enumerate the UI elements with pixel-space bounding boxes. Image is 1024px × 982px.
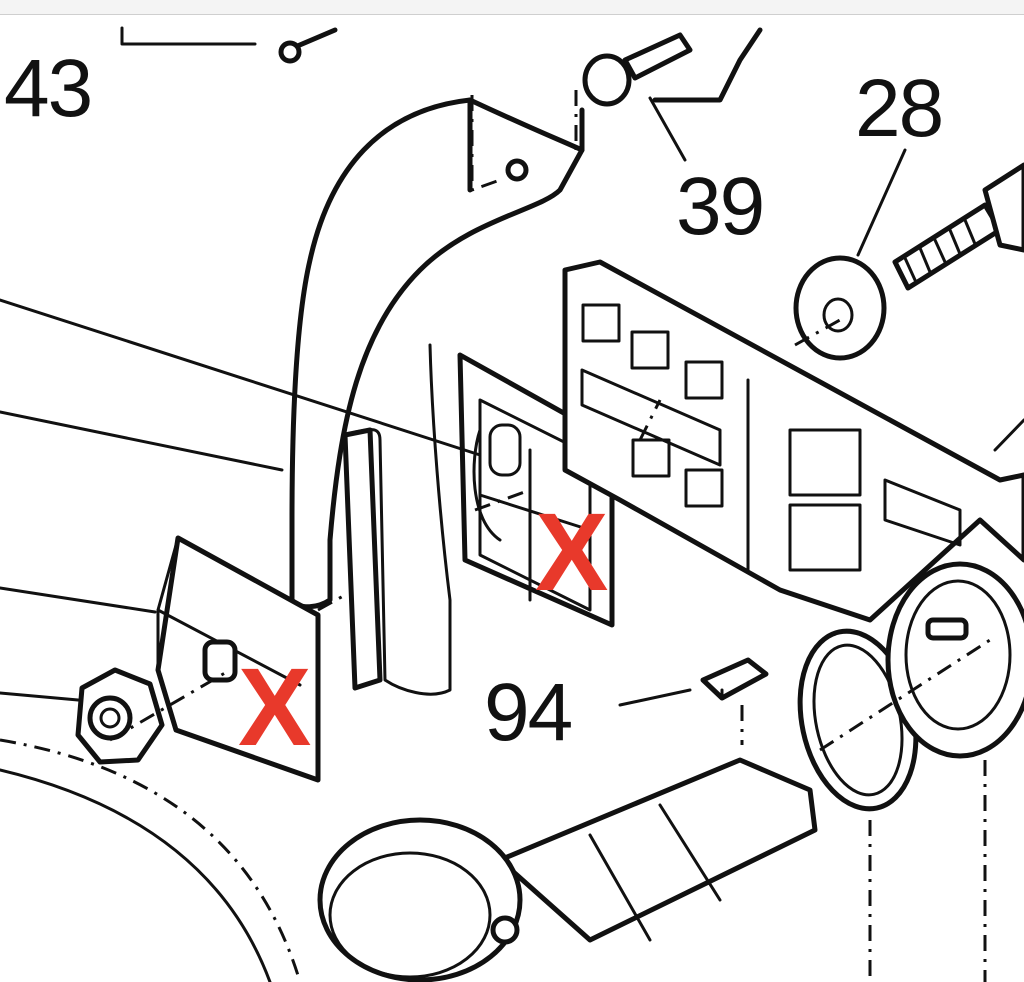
cover-plate [289,97,585,610]
slot-strip [342,427,383,691]
callout-39: 39 [676,161,763,252]
cover-plate-edge [353,343,452,696]
window-frame-openings [472,398,592,612]
key [700,657,769,701]
shaft-flange-face [328,851,492,979]
socket-screw-head [582,53,632,107]
hex-nut-inner [99,707,121,729]
bearing-ring [885,561,1024,759]
callout-43: 43 [4,43,91,134]
assembly-centerlines [109,90,991,982]
bolt [892,202,1003,291]
washer [793,255,887,361]
key-side [701,678,724,700]
housing-inner-arc [0,768,272,982]
slotted-arm-windows [580,303,962,572]
bearing-ring-inner [904,579,1012,731]
red-x-marker-frame: X [535,491,608,614]
window-frame-cell [488,423,522,477]
shaft-step [588,803,722,942]
callout-94: 94 [484,667,572,758]
red-x-marker-pad: X [238,646,311,769]
leader-lines [0,26,1024,707]
cover-plate-fold [467,97,585,193]
bolt-threads [903,218,977,282]
top-edge-bar [0,0,1024,15]
block-pad-left-slot [202,639,238,683]
shaft-flange-hole [490,915,520,945]
callout-28: 28 [855,63,942,154]
bracket-top [652,27,763,103]
socket-screw [622,32,693,81]
shaft [497,757,818,943]
bearing-ring-slot [925,617,969,641]
hex-nut-bore [87,695,133,741]
housing-outline-arc [0,738,302,982]
slotted-arm [562,259,1024,623]
cover-plate-hole [505,158,529,182]
washer-bore [822,297,854,333]
small-screw-head [278,40,302,64]
bolt-head [982,162,1024,253]
block-pad-left [155,535,321,783]
